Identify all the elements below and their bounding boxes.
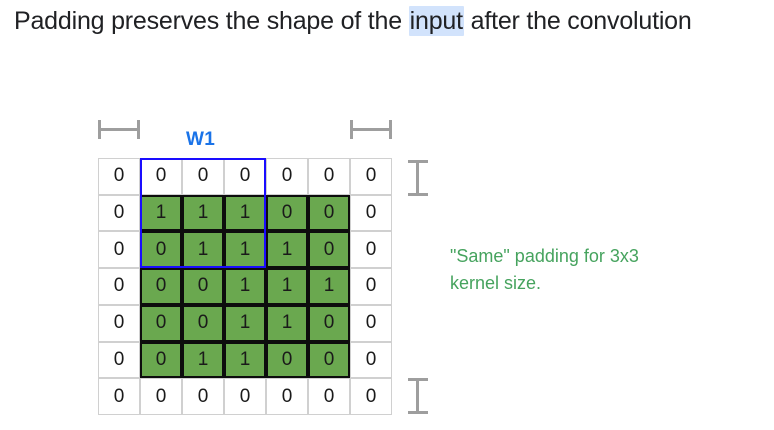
grid-cell-r6-c1: 0 bbox=[140, 378, 182, 415]
grid-cell-r4-c4: 1 bbox=[266, 304, 308, 342]
grid-cell-r3-c6: 0 bbox=[350, 268, 392, 305]
grid-cell-r5-c4: 0 bbox=[266, 341, 308, 379]
grid-cell-r5-c1: 0 bbox=[140, 341, 182, 379]
grid-cell-r1-c1: 1 bbox=[140, 194, 182, 232]
grid-cell-r6-c5: 0 bbox=[308, 378, 350, 415]
bracket-bar bbox=[350, 128, 392, 131]
bracket-bar bbox=[416, 378, 419, 414]
grid-cell-r6-c0: 0 bbox=[98, 378, 140, 415]
grid-cell-r3-c5: 1 bbox=[308, 268, 350, 305]
grid-cell-r3-c1: 0 bbox=[140, 268, 182, 305]
grid-cell-r1-c0: 0 bbox=[98, 194, 140, 232]
left-padding-dimension-bracket bbox=[98, 120, 140, 139]
page-title: Padding preserves the shape of the input… bbox=[14, 4, 754, 38]
grid-cell-r5-c5: 0 bbox=[308, 341, 350, 379]
annotation-line-2: kernel size. bbox=[450, 273, 542, 293]
bracket-cap-right bbox=[389, 120, 392, 139]
title-text-before: Padding preserves the shape of the bbox=[14, 7, 409, 35]
title-highlighted-word: input bbox=[408, 6, 464, 36]
grid-cell-r4-c1: 0 bbox=[140, 304, 182, 342]
grid-cell-r0-c5: 0 bbox=[308, 158, 350, 195]
grid-cell-r2-c2: 1 bbox=[182, 231, 224, 269]
bottom-padding-dimension-bracket bbox=[408, 378, 428, 414]
grid-cell-r2-c5: 0 bbox=[308, 231, 350, 269]
grid-cell-r4-c5: 0 bbox=[308, 304, 350, 342]
grid-cell-r2-c6: 0 bbox=[350, 231, 392, 269]
bracket-cap-bottom bbox=[408, 193, 428, 196]
bracket-cap-right bbox=[137, 120, 140, 139]
kernel-window-box[interactable] bbox=[140, 158, 266, 269]
grid-cell-r6-c3: 0 bbox=[224, 378, 266, 415]
grid-cell-r4-c6: 0 bbox=[350, 304, 392, 342]
title-text-after: after the convolution bbox=[463, 7, 692, 35]
padding-annotation: "Same" padding for 3x3 kernel size. bbox=[450, 243, 740, 297]
grid-cell-r3-c0: 0 bbox=[98, 268, 140, 305]
grid-cell-r0-c3: 0 bbox=[224, 158, 266, 195]
grid-cell-r2-c0: 0 bbox=[98, 231, 140, 269]
grid-cell-r4-c3: 1 bbox=[224, 304, 266, 342]
bracket-bar bbox=[98, 128, 140, 131]
grid-cell-r0-c4: 0 bbox=[266, 158, 308, 195]
grid-cell-r5-c6: 0 bbox=[350, 341, 392, 379]
grid-cell-r5-c2: 1 bbox=[182, 341, 224, 379]
grid-cell-r0-c0: 0 bbox=[98, 158, 140, 195]
grid-cell-r4-c2: 0 bbox=[182, 304, 224, 342]
grid-cell-r6-c6: 0 bbox=[350, 378, 392, 415]
bracket-cap-bottom bbox=[408, 411, 428, 414]
grid-cell-r3-c3: 1 bbox=[224, 268, 266, 305]
right-padding-dimension-bracket bbox=[350, 120, 392, 139]
grid-cell-r1-c2: 1 bbox=[182, 194, 224, 232]
grid-cell-r3-c2: 0 bbox=[182, 268, 224, 305]
grid-cell-r5-c3: 1 bbox=[224, 341, 266, 379]
grid-cell-r3-c4: 1 bbox=[266, 268, 308, 305]
grid-cell-r1-c4: 0 bbox=[266, 194, 308, 232]
grid-cell-r6-c2: 0 bbox=[182, 378, 224, 415]
grid-cell-r1-c3: 1 bbox=[224, 194, 266, 232]
grid-cell-r1-c5: 0 bbox=[308, 194, 350, 232]
grid-cell-r1-c6: 0 bbox=[350, 194, 392, 232]
kernel-label-w1: W1 bbox=[186, 129, 216, 150]
grid-cell-r2-c1: 0 bbox=[140, 231, 182, 269]
grid-cell-r0-c6: 0 bbox=[350, 158, 392, 195]
annotation-line-1: "Same" padding for 3x3 bbox=[450, 246, 639, 266]
top-padding-dimension-bracket bbox=[408, 160, 428, 196]
grid-cell-r5-c0: 0 bbox=[98, 341, 140, 379]
grid-cell-r4-c0: 0 bbox=[98, 304, 140, 342]
bracket-bar bbox=[416, 160, 419, 196]
grid-cell-r6-c4: 0 bbox=[266, 378, 308, 415]
grid-cell-r2-c4: 1 bbox=[266, 231, 308, 269]
